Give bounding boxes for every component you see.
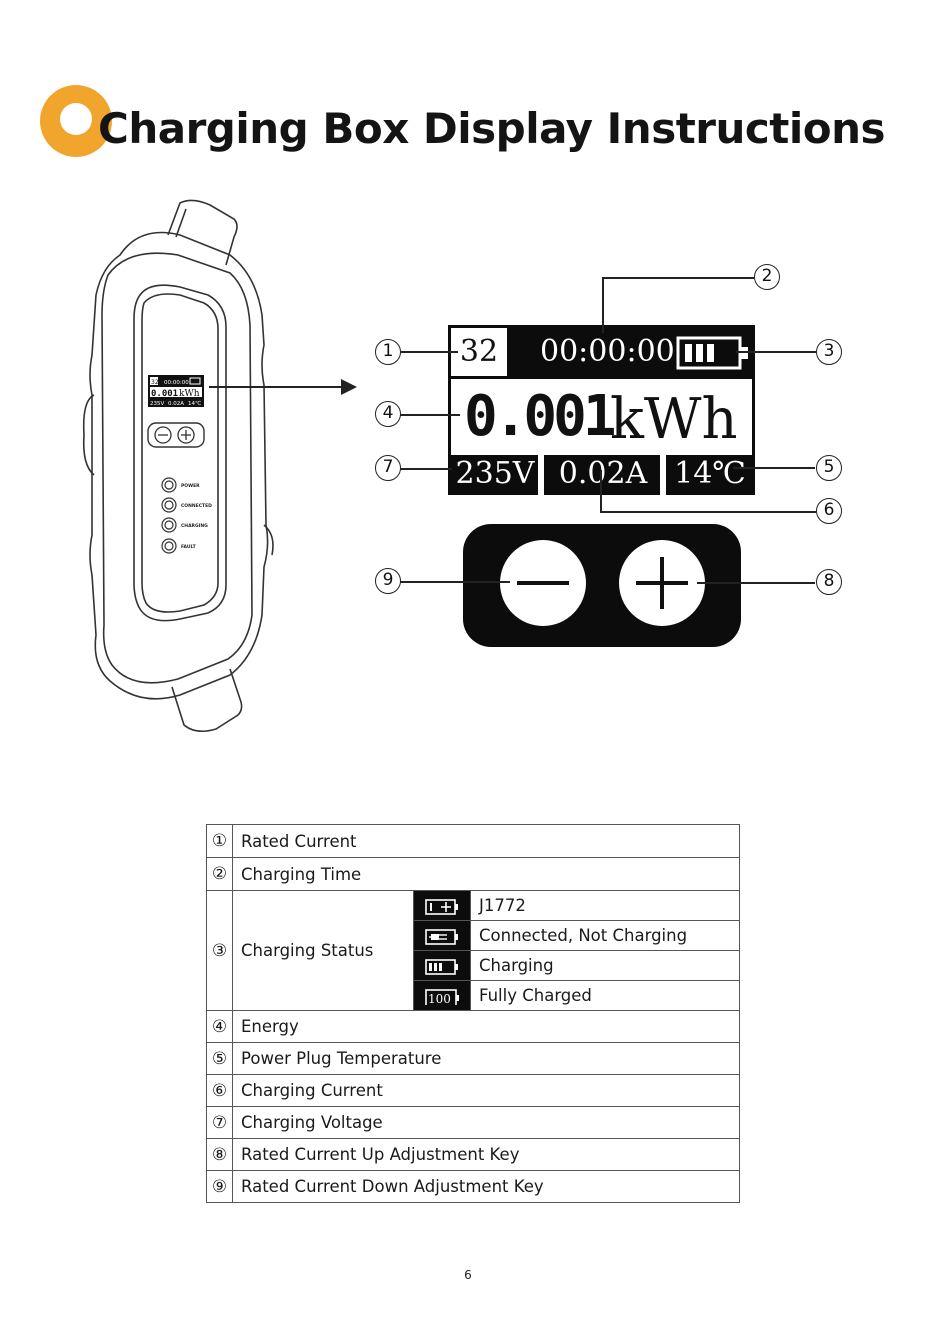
row-number: ⑨ — [206, 1170, 233, 1203]
led-label-fault: FAULT — [181, 544, 197, 550]
voltage-value: 235V — [455, 456, 535, 491]
row-number: ③ — [206, 890, 233, 1011]
zoom-arrow-icon — [209, 379, 357, 395]
callout-4: 4 — [375, 401, 401, 427]
row-number: ④ — [206, 1010, 233, 1043]
row-label: Charging Voltage — [232, 1106, 740, 1139]
mini-current: 0.02A — [168, 401, 184, 407]
mini-rated: 32 — [151, 379, 159, 386]
leader-line — [600, 511, 816, 513]
temperature-value: 14℃ — [674, 456, 746, 491]
leader-line — [602, 277, 604, 333]
current-value: 0.02A — [558, 456, 648, 491]
mini-time: 00:00:00 — [164, 380, 189, 386]
row-number: ⑥ — [206, 1074, 233, 1107]
callout-6: 6 — [816, 498, 842, 524]
leader-line — [697, 582, 815, 584]
divider — [538, 453, 544, 495]
mini-voltage: 235V — [150, 401, 164, 407]
callout-2: 2 — [754, 264, 780, 290]
callout-5: 5 — [816, 455, 842, 481]
charging-time-value: 00:00:00 — [540, 334, 675, 369]
battery-100-text: 100 — [428, 992, 451, 1005]
status-text: J1772 — [470, 890, 740, 921]
status-icon-cell: 100 — [413, 980, 471, 1011]
callout-9: 9 — [375, 568, 401, 594]
table-row: Charging — [207, 950, 740, 981]
leader-line — [733, 467, 815, 469]
mini-energy: 0.001 — [151, 389, 178, 399]
row-label: Rated Current Down Adjustment Key — [232, 1170, 740, 1203]
energy-band — [451, 379, 752, 455]
table-row: ⑧ Rated Current Up Adjustment Key — [206, 1138, 740, 1171]
table-row: ② Charging Time — [206, 857, 740, 891]
table-row: ③ Charging Status J1772 — [206, 890, 740, 1011]
plus-key-icon[interactable] — [619, 540, 705, 626]
row-number: ⑤ — [206, 1042, 233, 1075]
callout-3: 3 — [816, 339, 842, 365]
battery-charging-icon — [425, 958, 458, 975]
mini-temp: 14℃ — [188, 400, 201, 407]
divider — [660, 453, 666, 495]
status-text: Connected, Not Charging — [470, 920, 740, 951]
leader-line — [400, 581, 510, 583]
j1772-battery-plus-icon — [425, 898, 458, 915]
callout-7: 7 — [375, 455, 401, 481]
display-panel: 32 00:00:00 0.001 kWh 235V 0.02A 14℃ — [448, 325, 755, 495]
row-label: Energy — [232, 1010, 740, 1043]
row-label: Charging Time — [232, 857, 740, 891]
page-number: 6 — [464, 1268, 472, 1282]
table-row: 100 Fully Charged — [207, 980, 740, 1011]
leader-line — [736, 351, 816, 353]
table-row: ① Rated Current — [206, 824, 740, 858]
table-row: ④ Energy — [206, 1010, 740, 1043]
page-title: Charging Box Display Instructions — [98, 104, 886, 153]
table-row: ⑨ Rated Current Down Adjustment Key — [206, 1170, 740, 1203]
legend-table: ① Rated Current ② Charging Time ③ Chargi… — [206, 824, 740, 1203]
status-icon-cell — [413, 890, 471, 921]
leader-line — [400, 351, 458, 353]
mini-unit: kWh — [179, 389, 200, 399]
row-number: ① — [206, 824, 233, 858]
status-icon-cell — [413, 950, 471, 981]
status-text: Charging — [470, 950, 740, 981]
leader-line — [602, 277, 754, 279]
leader-line — [400, 468, 452, 470]
battery-100-icon: 100 — [425, 988, 459, 1005]
minus-key-icon[interactable] — [500, 540, 586, 626]
status-icon-cell — [413, 920, 471, 951]
keypad — [463, 524, 741, 647]
callout-8: 8 — [816, 569, 842, 595]
table-row: ⑦ Charging Voltage — [206, 1106, 740, 1139]
leader-line — [400, 414, 460, 416]
status-text: Fully Charged — [470, 980, 740, 1011]
row-label: Rated Current — [232, 824, 740, 858]
callout-1: 1 — [375, 339, 401, 365]
row-number: ② — [206, 857, 233, 891]
row-label: Rated Current Up Adjustment Key — [232, 1138, 740, 1171]
row-label: Power Plug Temperature — [232, 1042, 740, 1075]
title-bullet-icon — [40, 85, 112, 157]
battery-plug-icon — [425, 928, 458, 945]
row-label: Charging Current — [232, 1074, 740, 1107]
row-label: Charging Status — [232, 890, 414, 1011]
row-number: ⑧ — [206, 1138, 233, 1171]
battery-status-icon — [676, 336, 748, 370]
row-number: ⑦ — [206, 1106, 233, 1139]
led-label-charging: CHARGING — [181, 523, 208, 529]
led-label-connected: CONNECTED — [181, 503, 212, 509]
charging-box-illustration: 32 00:00:00 0.001 kWh 235V 0.02A 14℃ POW… — [82, 199, 274, 733]
table-row: Connected, Not Charging — [207, 920, 740, 951]
energy-value: 0.001 — [464, 384, 617, 449]
energy-unit: kWh — [610, 387, 738, 452]
leader-line — [600, 470, 602, 512]
table-row: ⑤ Power Plug Temperature — [206, 1042, 740, 1075]
rated-current-value: 32 — [451, 328, 507, 376]
table-row: ⑥ Charging Current — [206, 1074, 740, 1107]
led-label-power: POWER — [181, 483, 200, 489]
